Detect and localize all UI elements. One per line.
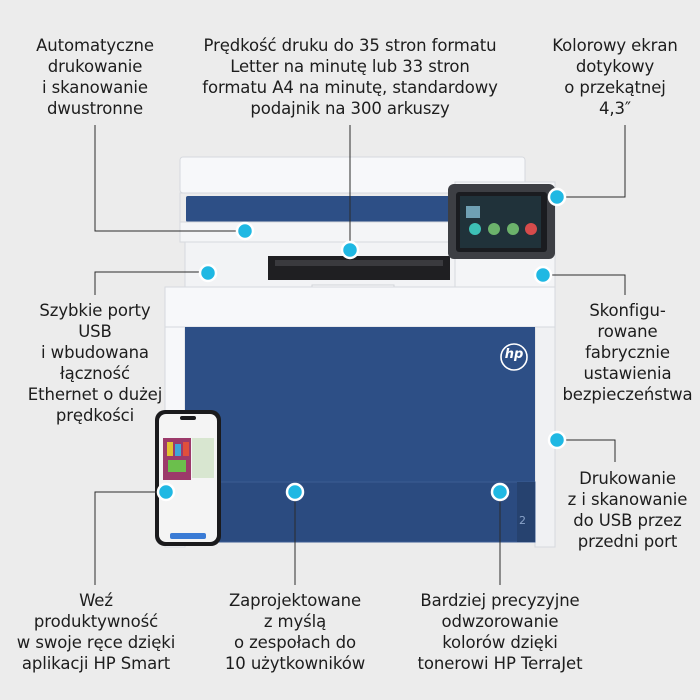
callout-usb-ethernet: Szybkie porty USB i wbudowana łączność E… xyxy=(27,301,163,425)
callout-hp-smart: Weź produktywność w swoje ręce dzięki ap… xyxy=(16,591,176,673)
callout-print-speed: Prędkość druku do 35 stron formatu Lette… xyxy=(202,36,498,118)
callout-team-design: Zaprojektowane z myślą o zespołach do 10… xyxy=(224,591,366,673)
callout-usb-front: Drukowanie z i skanowanie do USB przez p… xyxy=(567,469,688,551)
callout-dot-speed xyxy=(340,240,360,260)
callout-auto-duplex: Automatyczne drukowanie i skanowanie dwu… xyxy=(36,36,154,118)
callout-dots xyxy=(156,187,567,502)
callout-dot-security xyxy=(533,265,553,285)
printer xyxy=(164,156,556,548)
callout-dot-hp-smart xyxy=(156,482,176,502)
callout-dot-screen xyxy=(547,187,567,207)
callout-lines xyxy=(94,125,626,585)
tray-number: 2 xyxy=(519,514,526,527)
callout-color-accuracy: Bardziej precyzyjne odwzorowanie kolorów… xyxy=(417,591,583,673)
callout-dot-toner xyxy=(490,482,510,502)
hp-logo xyxy=(500,343,528,371)
smartphone xyxy=(155,410,221,546)
callout-dot-usb-ethernet xyxy=(198,263,218,283)
callout-dot-team xyxy=(285,482,305,502)
callout-dot-usb-front xyxy=(547,430,567,450)
callout-security: Skonfigu- rowane fabrycznie ustawienia b… xyxy=(562,301,693,404)
hp-logo-text: hp xyxy=(504,347,524,362)
callout-dot-duplex xyxy=(235,221,255,241)
callout-touchscreen: Kolorowy ekran dotykowy o przekątnej 4,3… xyxy=(552,36,678,118)
